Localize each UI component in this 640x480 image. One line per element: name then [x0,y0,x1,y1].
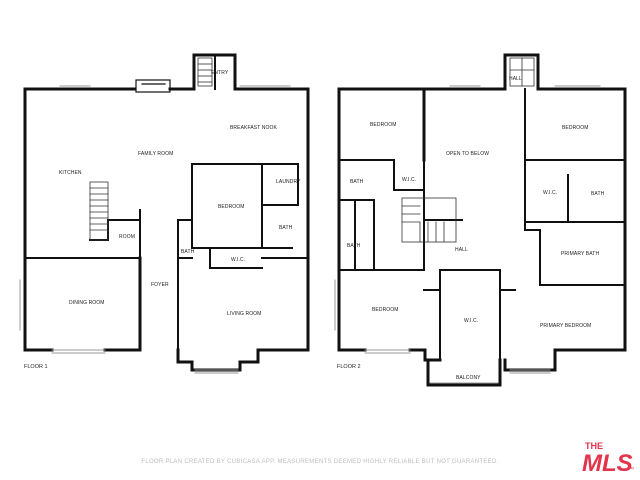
room-label-bedroom: BEDROOM [218,204,245,210]
room-label-bedroom-ne: BEDROOM [562,125,589,131]
room-label-bath-small: BATH [181,249,195,255]
room-label-room: ROOM [119,234,135,240]
room-label-bath-1: BATH [350,179,364,185]
floor-2-windows [334,85,601,384]
floor-1-fireplace [135,79,171,93]
room-label-bath-3: BATH [347,243,361,249]
floor-2-stairs [401,57,535,243]
room-label-entry: ENTRY [211,70,229,76]
room-label-primary-bath: PRIMARY BATH [561,251,599,257]
floor-2-label: FLOOR 2 [337,364,361,370]
room-label-wic-3: W.I.C. [464,318,478,324]
room-label-wic-1: W.I.C. [402,177,416,183]
floor-1-label: FLOOR 1 [24,364,48,370]
room-label-kitchen: KITCHEN [59,170,82,176]
room-label-bedroom-sw: BEDROOM [372,307,399,313]
footer-disclaimer: FLOOR PLAN CREATED BY CUBICASA APP. MEAS… [141,459,499,465]
room-label-family-room: FAMILY ROOM [138,151,173,157]
floor-2-room-labels: HALL BEDROOM OPEN TO BELOW BEDROOM W.I.C… [337,76,605,381]
floor-1-room-labels: ENTRY BREAKFAST NOOK FAMILY ROOM KITCHEN… [24,70,301,370]
room-label-wic-2: W.I.C. [543,190,557,196]
room-label-wic: W.I.C. [231,257,245,263]
room-label-laundry: LAUNDRY [276,179,301,185]
room-label-open-to-below: OPEN TO BELOW [446,151,489,157]
floor-2-outer-wall [337,53,627,387]
floor-2-plan [334,53,627,387]
room-label-primary-bedroom: PRIMARY BEDROOM [540,323,591,329]
room-label-dining-room: DINING ROOM [69,300,105,306]
room-label-bath: BATH [279,225,293,231]
floor-1-stairs [89,57,213,241]
mls-logo-top: THE [585,441,603,451]
room-label-bath-2: BATH [591,191,605,197]
floor-1-windows [19,85,291,374]
room-label-hall: HALL [455,247,468,253]
floor-1-outer-wall [23,53,310,372]
room-label-balcony: BALCONY [456,375,481,381]
floor-1-plan [19,53,310,374]
mls-logo-tm: ™ [628,466,634,473]
room-label-breakfast-nook: BREAKFAST NOOK [230,125,277,131]
room-label-foyer: FOYER [151,282,169,288]
floor-2-interior-walls [338,88,626,361]
mls-logo: THE MLS ™ [582,441,634,474]
room-label-hall-top: HALL [509,76,522,82]
room-label-bedroom-nw: BEDROOM [370,122,397,128]
room-label-living-room: LIVING ROOM [227,311,261,317]
floor-1-interior-walls [24,54,309,351]
mls-logo-main: MLS [582,450,633,474]
